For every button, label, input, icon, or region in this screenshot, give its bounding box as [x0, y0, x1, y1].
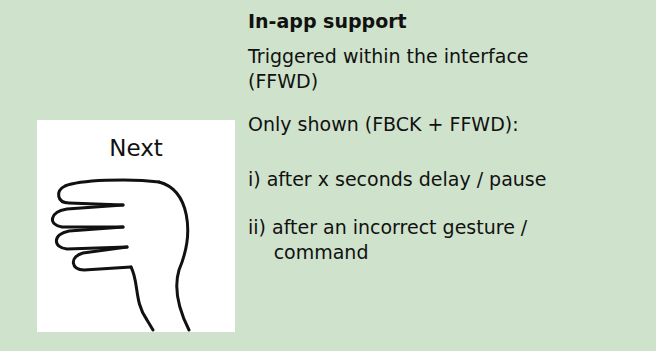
note-text: Triggered within the interface (FFWD) [248, 44, 578, 94]
gesture-label: Next [37, 120, 235, 162]
note-text: ii) after an incorrect gesture / command [248, 215, 549, 265]
icon-card: Next [37, 120, 235, 332]
note-text: Only shown (FBCK + FFWD): [248, 112, 648, 137]
panel-title: In-app support [248, 9, 407, 34]
note-text: i) after x seconds delay / pause [248, 167, 652, 192]
